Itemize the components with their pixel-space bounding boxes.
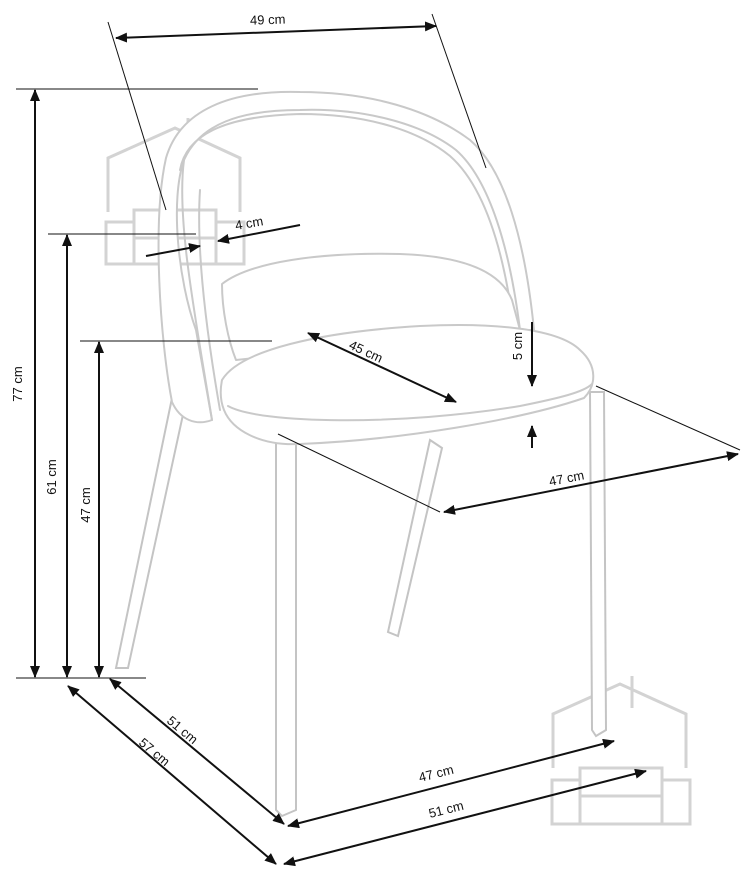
chair-seat-front-edge	[227, 383, 593, 422]
label-leg-width: 47 cm	[417, 762, 455, 785]
chair-leg-front-left	[275, 439, 297, 818]
chair-backrest	[157, 90, 535, 424]
chair-backrest-inner	[179, 113, 515, 331]
label-total-width: 51 cm	[427, 798, 465, 821]
label-seat-thickness: 5 cm	[510, 332, 525, 360]
house-armchair-icon	[550, 676, 692, 826]
label-total-height: 77 cm	[10, 366, 25, 401]
chair-backrest-side	[181, 159, 221, 421]
chair-leg-back-right	[386, 438, 444, 638]
watermark-logo-bottom	[550, 676, 692, 826]
dim-line-seat-width	[443, 451, 739, 515]
label-seat-height: 47 cm	[78, 487, 93, 522]
dim-line-back-thickness-b	[217, 224, 301, 244]
label-seat-width: 47 cm	[548, 467, 586, 488]
chair-drawing	[114, 90, 608, 818]
dim-line-total-depth	[67, 685, 277, 865]
dim-line-back-width	[115, 21, 437, 43]
chair-leg-back-left	[114, 395, 186, 669]
label-back-width: 49 cm	[250, 12, 286, 28]
label-total-depth: 57 cm	[136, 735, 173, 769]
dim-line-total-width	[283, 768, 647, 867]
dimension-lines	[30, 21, 739, 867]
dim-line-leg-depth	[109, 678, 285, 825]
dim-line-back-thickness-a	[145, 243, 201, 257]
dim-line-seat-depth	[307, 332, 457, 403]
label-armrest-height: 61 cm	[44, 459, 59, 494]
guide-lines	[16, 13, 741, 679]
chair-leg-front-right	[588, 391, 608, 738]
label-back-thickness: 4 cm	[234, 213, 264, 233]
